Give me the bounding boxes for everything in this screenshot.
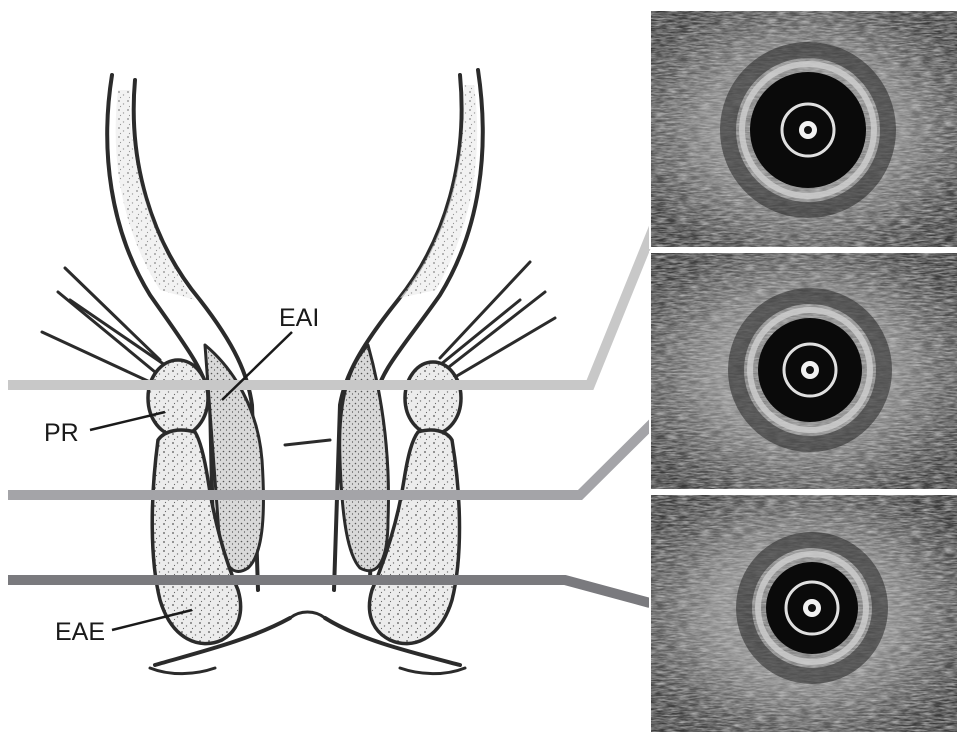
right-levator-fibres (440, 262, 555, 380)
anal-verge-base (290, 612, 325, 618)
upper-level-line (8, 212, 660, 385)
left-wall-stipple (116, 90, 195, 300)
ultrasound-panels (650, 10, 958, 733)
eai-label: EAI (279, 304, 319, 332)
eae-label: EAE (55, 618, 105, 646)
middle-level-scan (650, 252, 958, 490)
skin-left (150, 668, 215, 674)
lower-level-line (8, 580, 650, 603)
right-wall-stipple (400, 85, 477, 298)
left-levator-fibres (42, 268, 165, 382)
upper-level-scan (650, 10, 958, 248)
right-puborectalis (405, 362, 461, 434)
pr-label: PR (44, 419, 79, 447)
anal-canal-transverse-line (285, 440, 330, 445)
lower-level-scan (650, 494, 958, 733)
skin-right (400, 668, 465, 674)
left-puborectalis (148, 360, 208, 436)
